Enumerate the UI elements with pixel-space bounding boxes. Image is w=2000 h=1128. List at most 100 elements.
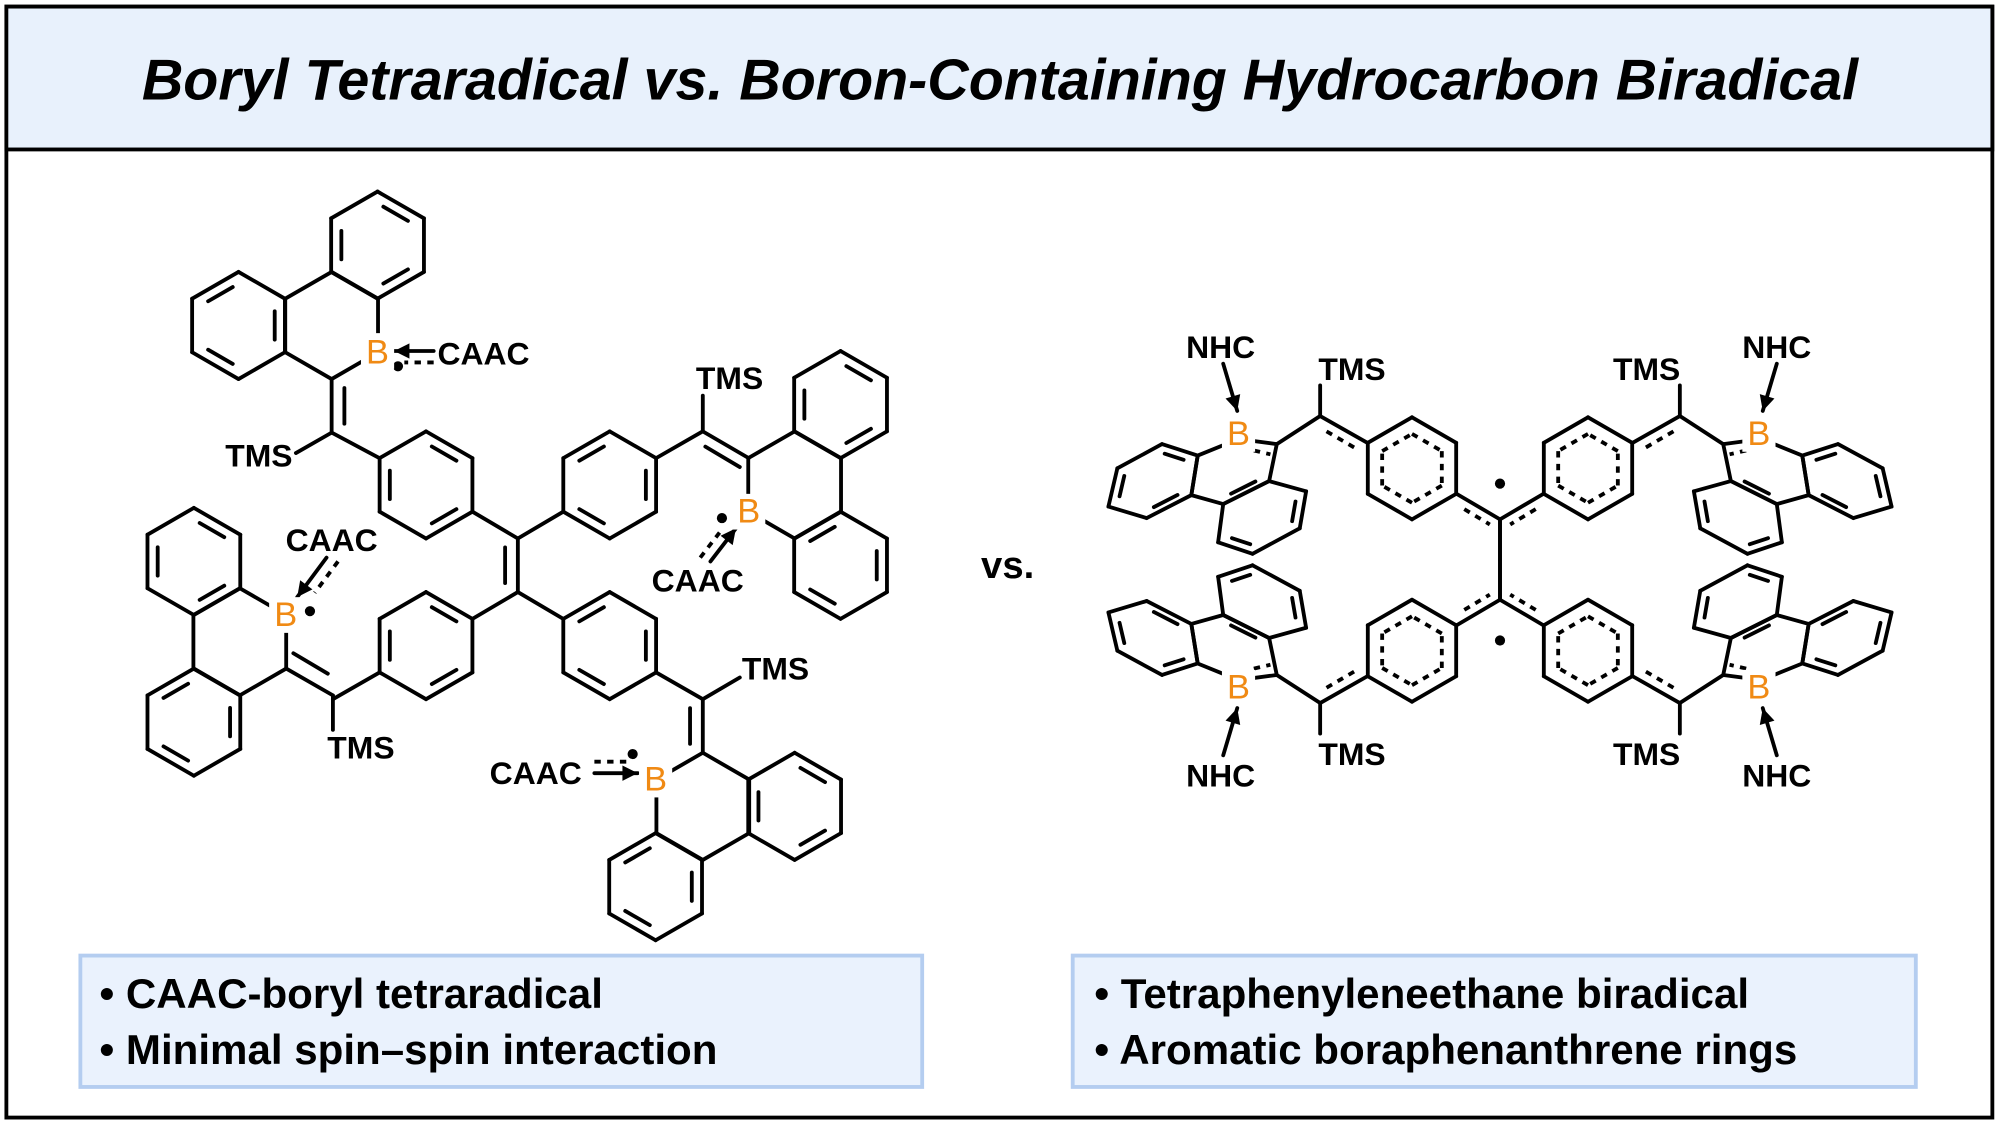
benzene-ring-bond: [191, 505, 243, 537]
benzene-ring-bond: [1880, 466, 1894, 509]
delocalized-bond: [1325, 429, 1359, 451]
benzene-ring-bond: [424, 429, 475, 461]
phenyl-ring-bond: [1410, 597, 1459, 628]
bond: [1677, 414, 1726, 447]
benzene-ring-bond: [1691, 489, 1703, 531]
benzene-ring-bond: [1216, 563, 1255, 579]
boraphenanthrene-ring-bond: [1189, 622, 1200, 666]
double-bond-line: [206, 285, 235, 304]
phenyl-ring-bond: [1365, 415, 1414, 445]
boron-atom: B: [1747, 669, 1770, 707]
benzene-ring-bond: [1745, 540, 1784, 556]
benzene-ring-bond: [1250, 563, 1302, 593]
benzene-ring-bond: [746, 750, 797, 782]
benzene-ring-bond: [792, 831, 843, 862]
bond: [1498, 597, 1546, 628]
benzene-ring-bond: [607, 429, 659, 461]
double-bond-line: [429, 507, 459, 526]
radical-dot: [1494, 478, 1506, 489]
bond: [1274, 673, 1323, 705]
double-bond-line: [1747, 536, 1770, 547]
benzene-ring-bond: [377, 590, 428, 621]
benzene-ring-bond: [1160, 442, 1200, 458]
benzene-ring-bond: [561, 509, 612, 541]
boraphenanthrene-ring-bond: [1267, 636, 1279, 677]
phenyl-ring-bond: [1541, 597, 1590, 628]
tms-label: TMS: [1318, 736, 1385, 772]
double-bond-line: [381, 267, 410, 286]
double-bond-line: [623, 909, 652, 928]
bond: [470, 590, 520, 621]
double-bond-line: [1873, 620, 1883, 646]
benzene-ring-bond: [746, 429, 797, 461]
bond: [1677, 673, 1726, 705]
delocalized-bond: [1587, 666, 1619, 687]
double-bond-line: [623, 846, 652, 865]
bond: [470, 509, 520, 541]
boron-atom: B: [644, 761, 667, 799]
double-bond-line: [1229, 623, 1258, 640]
benzene-ring-bond: [1800, 661, 1840, 677]
radical-dot: [1494, 635, 1506, 646]
left-structure-labels: B B B B CAAC CAAC CAAC CAAC TMS TMS TMS …: [225, 333, 809, 799]
bond: [700, 429, 751, 461]
phenyl-ring-bond: [1586, 491, 1635, 522]
boraphenanthrene-ring-bond: [1267, 442, 1279, 484]
double-bond-line: [1162, 451, 1186, 462]
bond: [1318, 674, 1370, 705]
benzene-ring-bond: [607, 590, 659, 621]
benzene-ring-bond: [1221, 613, 1272, 640]
benzene-ring-bond: [1806, 493, 1856, 520]
benzene-ring-bond: [838, 429, 889, 461]
bond: [1630, 674, 1682, 705]
benzene-ring-bond: [700, 750, 752, 782]
right-summary-box: • Tetraphenyleneethane biradical • Aroma…: [1070, 953, 1918, 1089]
boraphenanthrene-ring-bond: [1774, 613, 1811, 626]
tms-label: TMS: [742, 651, 809, 687]
benzene-ring-bond: [1144, 599, 1194, 626]
phenyl-ring-bond: [1410, 674, 1459, 704]
bond: [1630, 414, 1682, 445]
benzene-ring-bond: [792, 590, 843, 621]
benzene-ring-bond: [561, 590, 612, 621]
benzene-ring-bond: [1806, 599, 1856, 626]
benzene-ring-bond: [191, 586, 242, 617]
phenyl-ring-bond: [1541, 674, 1590, 704]
benzene-ring-bond: [1851, 504, 1894, 520]
phenyl-ring-bond: [1365, 597, 1414, 628]
arrowhead-icon: [622, 765, 638, 781]
delocalized-bond: [1587, 614, 1619, 636]
arrowhead-icon: [1759, 708, 1775, 725]
double-bond-line: [206, 347, 235, 366]
double-bond-line: [381, 204, 410, 223]
boron-atom: B: [1747, 415, 1770, 453]
double-bond-line: [429, 667, 459, 686]
benzene-ring-bond: [1216, 540, 1255, 556]
benzene-ring-bond: [561, 429, 612, 461]
arrowhead-icon: [1759, 394, 1775, 411]
benzene-ring-bond: [838, 590, 889, 621]
delocalized-bond: [1411, 614, 1443, 636]
delocalized-bond: [1587, 432, 1619, 453]
radical-dots: [304, 361, 1506, 760]
delocalized-bond: [1557, 614, 1589, 636]
delocalized-bond: [1557, 432, 1589, 453]
bond: [1498, 491, 1546, 522]
delocalized-bond: [1641, 668, 1675, 690]
benzene-ring-bond: [1297, 588, 1309, 630]
benzene-ring-bond: [236, 350, 287, 381]
delocalized-bond: [1509, 592, 1537, 612]
bond: [1454, 597, 1502, 628]
benzene-ring-bond: [1800, 442, 1840, 458]
benzene-ring-bond: [375, 269, 426, 301]
delocalized-bond: [1641, 429, 1675, 451]
bond: [700, 675, 742, 702]
dashed-bond: [698, 531, 722, 559]
benzene-ring-bond: [1106, 610, 1120, 653]
bond: [515, 590, 566, 621]
benzene-ring-bond: [1221, 479, 1272, 506]
benzene-ring-bond: [283, 350, 334, 381]
phenyl-ring-bond: [1586, 415, 1635, 445]
right-structure-labels: B B B B NHC NHC NHC NHC TMS TMS TMS TMS: [1186, 329, 1811, 794]
arrowhead-icon: [1225, 394, 1241, 411]
